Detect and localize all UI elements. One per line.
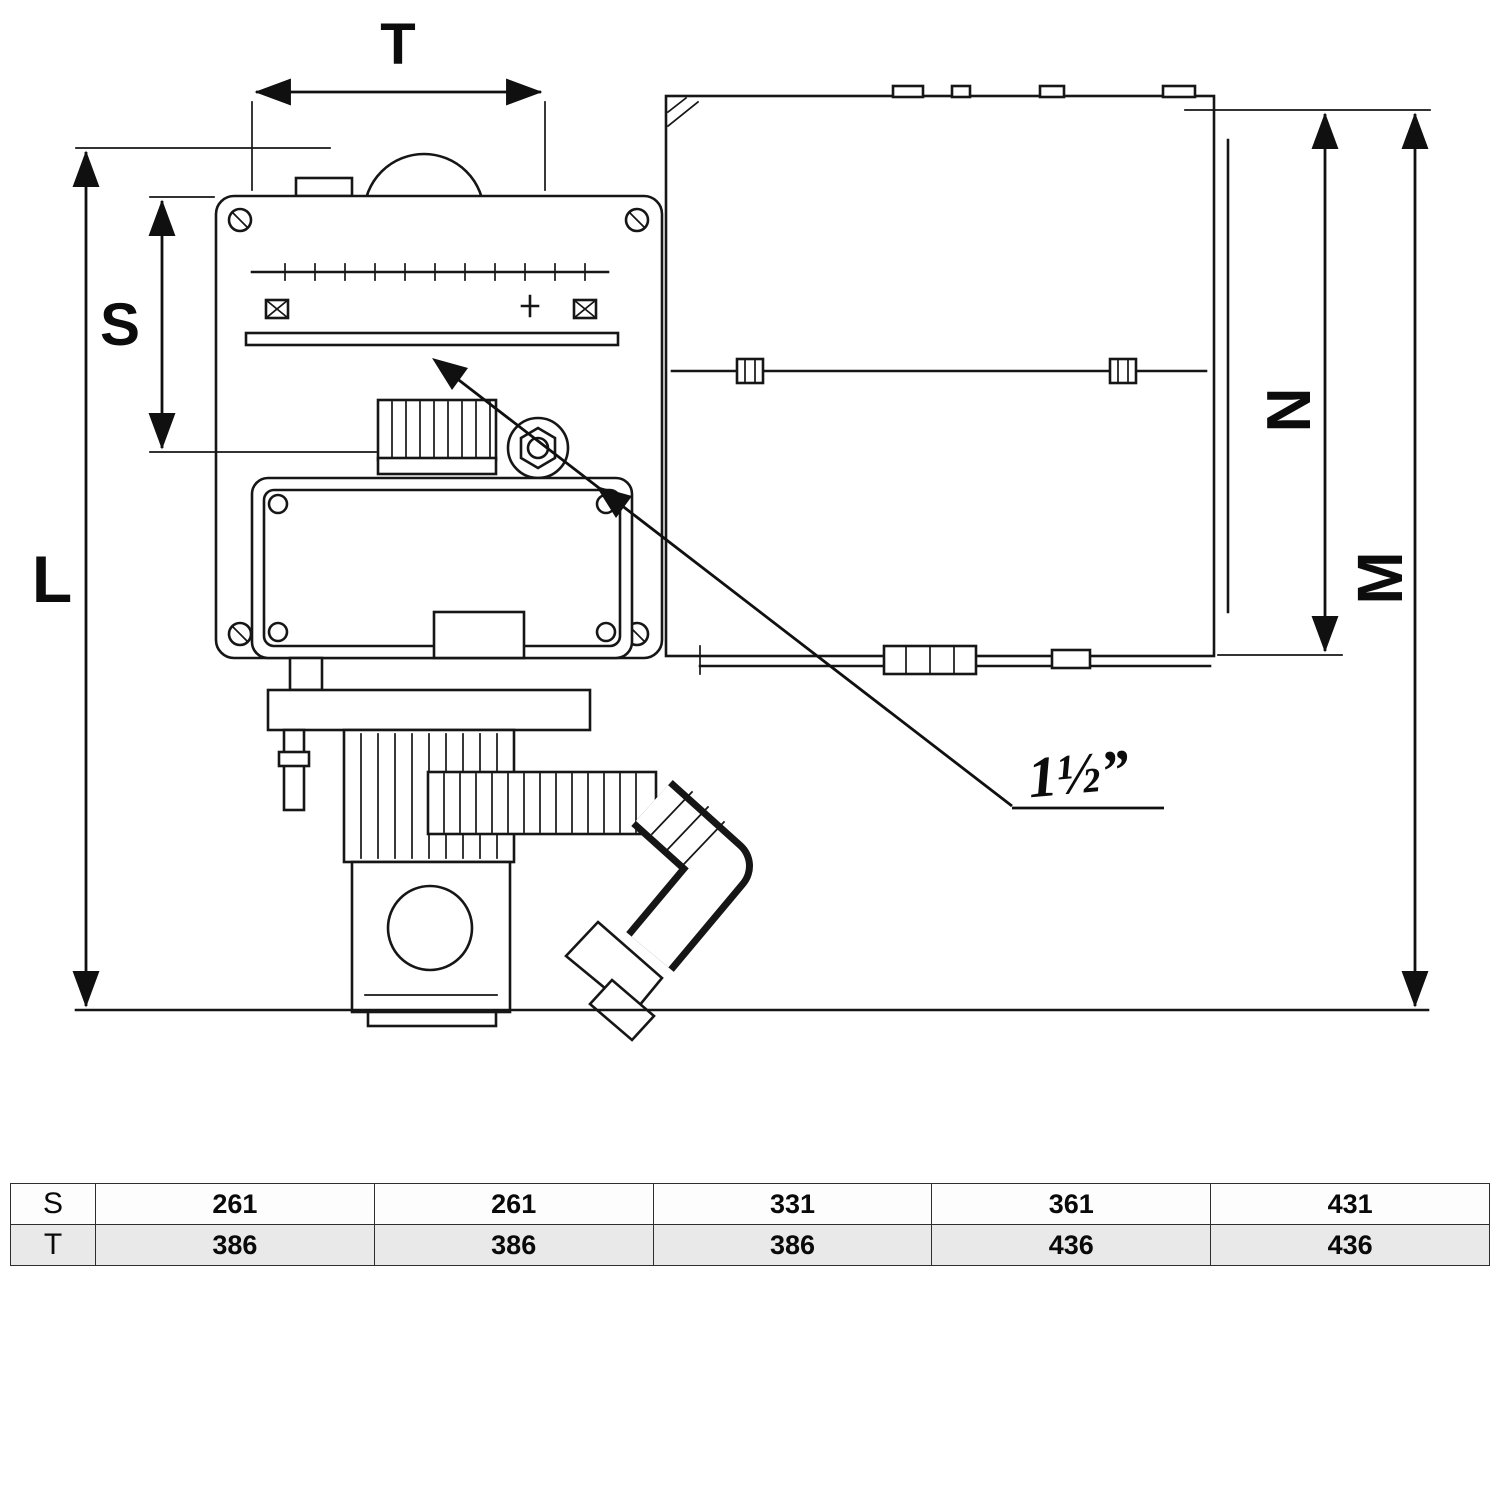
dimension-table: S 261 261 331 361 431 T 386 386 386 436 … [10,1183,1490,1266]
panel-screw-right [1108,357,1138,385]
box-screw [267,621,289,643]
ribbed-block [376,398,498,462]
cell-t-4: 436 [931,1224,1212,1266]
dimension-N: N [1255,112,1339,653]
dimension-label-l: L [32,542,72,616]
cell-s-2: 261 [373,1183,654,1225]
dimension-T: T [251,12,546,191]
callout-leader [437,362,1013,808]
box-screw [267,493,289,515]
front-view [664,84,1230,676]
dimension-L: L [32,147,331,1008]
box-screw [595,621,617,643]
dimension-label-t: T [380,12,415,77]
cell-s-1: 261 [95,1183,375,1225]
table-row-s: S 261 261 331 361 431 [10,1183,1490,1225]
cell-t-5: 436 [1210,1224,1490,1266]
side-bracket [282,728,306,812]
table-row-t: T 386 386 386 436 436 [10,1224,1490,1266]
top-lug [1161,84,1197,99]
cell-t-1: 386 [95,1224,375,1266]
bottom-hinge-lines [905,645,955,675]
slot [244,331,620,347]
ext-lines-S [149,196,377,453]
small-mark [520,294,540,318]
dimension-M: M [1344,112,1429,1008]
top-lug [1038,84,1066,99]
hinge-hex [519,426,557,470]
cell-t-2: 386 [373,1224,654,1266]
side-view [214,152,753,1042]
callout-arrowhead-2 [596,486,632,518]
row-label-t: T [10,1224,96,1266]
screw-slots [231,211,646,643]
elbow-inner [631,785,746,968]
side-bracket-clip [277,750,311,768]
cell-t-3: 386 [652,1224,933,1266]
pipe-size-label: 1½” [1025,737,1132,811]
flex-hose [426,770,658,836]
panel-screw-left [735,357,765,385]
ribbed-block-base [376,456,498,476]
pump-detail [386,884,474,972]
pump-body [350,860,512,1014]
ribbed-block-ribs [391,401,491,459]
bottom-latch [1050,648,1092,670]
panel-screw-right-lines [1117,358,1129,384]
band-ticks [284,263,586,281]
box-notch [432,610,526,660]
box-tab [288,656,324,692]
ext-lines-T [251,101,546,191]
cell-s-4: 361 [931,1183,1212,1225]
pipe-size-callout: 1½” [432,358,1164,810]
pump-foot [366,1010,498,1028]
elbow-ribs [650,790,726,866]
technical-drawing: T S L N M 1½” [32,12,1431,1042]
corner-hatch [666,96,700,128]
top-bracket [294,176,354,198]
dimension-S: S [100,196,377,453]
cell-s-3: 331 [652,1183,933,1225]
top-lug [950,84,972,99]
dimension-label-n: N [1255,388,1324,433]
flex-hose-ribs [443,773,637,833]
dimension-label-s: S [100,291,140,358]
terminal-left-cross [264,298,290,320]
top-lug [891,84,925,99]
row-label-s: S [10,1183,96,1225]
panel-screw-left-lines [744,358,756,384]
callout-arrowhead [432,358,468,390]
mounting-flange [266,688,592,732]
terminal-right-cross [572,298,598,320]
dimension-label-m: M [1344,551,1416,604]
cell-s-5: 431 [1210,1183,1490,1225]
